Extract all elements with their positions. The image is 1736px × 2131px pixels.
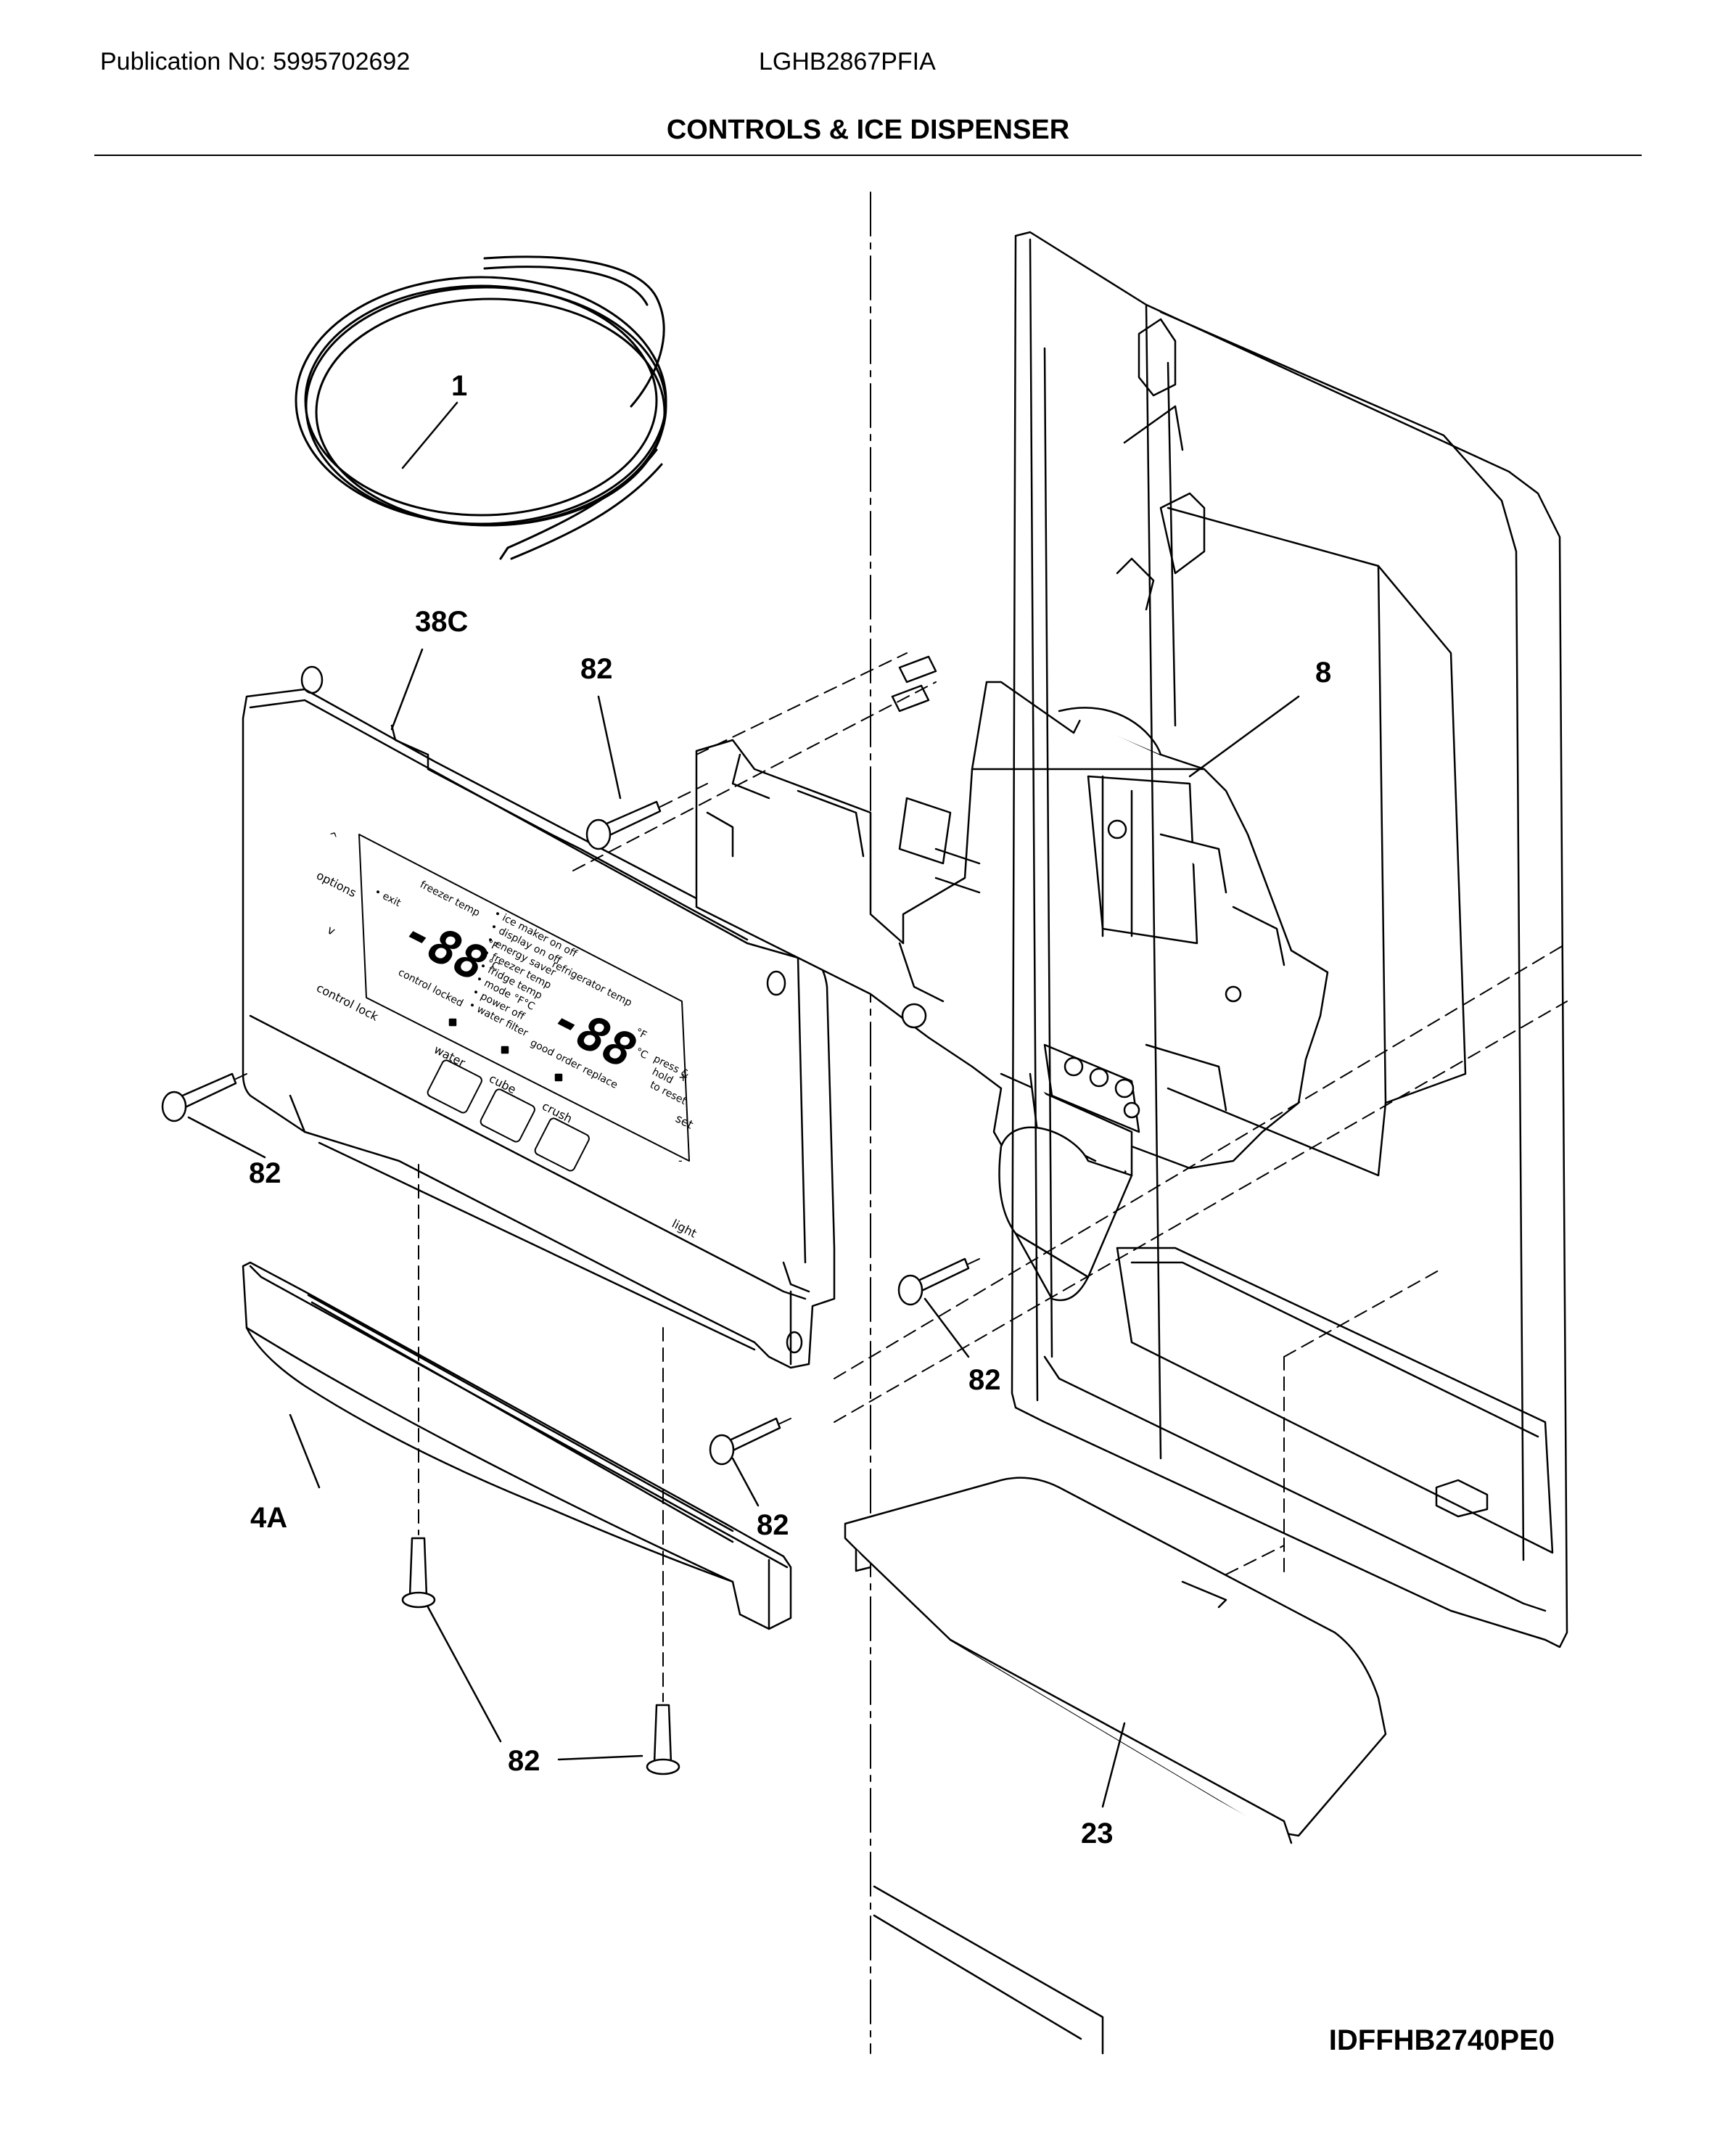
lcd-unit-f2: °F: [633, 1026, 649, 1041]
assembly-lines: [235, 652, 1568, 1702]
lcd-unit-c2: °C: [633, 1046, 649, 1062]
leader-drip-tray: [1101, 1722, 1126, 1808]
drip-tray-part: [844, 1477, 1387, 1844]
callout-screw-bottom: 82: [508, 1745, 540, 1777]
leader-dispenser: [1188, 695, 1300, 778]
diagram-code: IDFFHB2740PE0: [1328, 2024, 1555, 2056]
callout-control-panel: 38C: [415, 606, 468, 638]
water-button[interactable]: [427, 1059, 483, 1114]
header-rule: [94, 155, 1642, 156]
publication-number: Publication No: 5995702692: [100, 48, 411, 75]
leader-trim: [289, 1413, 321, 1489]
screw-bottom-a: [401, 1537, 436, 1609]
panel-minus-button[interactable]: -: [678, 1154, 683, 1167]
leader-screw-left: [187, 1116, 266, 1159]
screw-top-left: [585, 800, 662, 850]
page-title: CONTROLS & ICE DISPENSER: [666, 115, 1070, 145]
screw-right: [897, 1257, 970, 1306]
screw-bottom-b: [646, 1704, 680, 1775]
leader-screw-center: [731, 1457, 760, 1507]
leader-screw-right: [923, 1297, 970, 1358]
tube-coil-part: [295, 255, 667, 560]
callout-tube: 1: [451, 370, 467, 402]
dispenser-assembly-part: [695, 655, 1329, 1302]
callout-trim: 4A: [250, 1502, 287, 1534]
lcd-unit-f1: °F: [485, 937, 500, 953]
dispenser-housing-part: [1011, 231, 1568, 1648]
panel-plus-button[interactable]: +: [678, 1070, 688, 1084]
crush-button[interactable]: [534, 1117, 591, 1172]
leader-screw-bottom-a: [427, 1606, 502, 1743]
callout-dispenser-assembly: 8: [1315, 657, 1331, 689]
callout-screw-center: 82: [757, 1509, 789, 1541]
screw-center: [709, 1417, 781, 1466]
callout-screw-top-left: 82: [580, 653, 613, 685]
trim-part: [242, 1261, 792, 1630]
callout-screw-left: 82: [249, 1157, 281, 1189]
control-panel-part: [242, 665, 836, 1369]
lcd-unit-c1: °C: [485, 957, 501, 973]
leader-screw-top-left: [597, 695, 622, 800]
leader-screw-bottom-b: [557, 1754, 643, 1761]
cube-button[interactable]: [480, 1088, 536, 1143]
model-number: LGHB2867PFIA: [759, 48, 936, 75]
housing-lower-outline: [873, 1885, 1104, 2055]
lcd-window: [358, 834, 690, 1162]
leader-control-panel: [390, 648, 424, 731]
callout-screw-right: 82: [968, 1364, 1001, 1396]
leader-tube: [401, 401, 458, 469]
callout-drip-tray: 23: [1081, 1818, 1114, 1849]
screw-left: [161, 1072, 237, 1122]
